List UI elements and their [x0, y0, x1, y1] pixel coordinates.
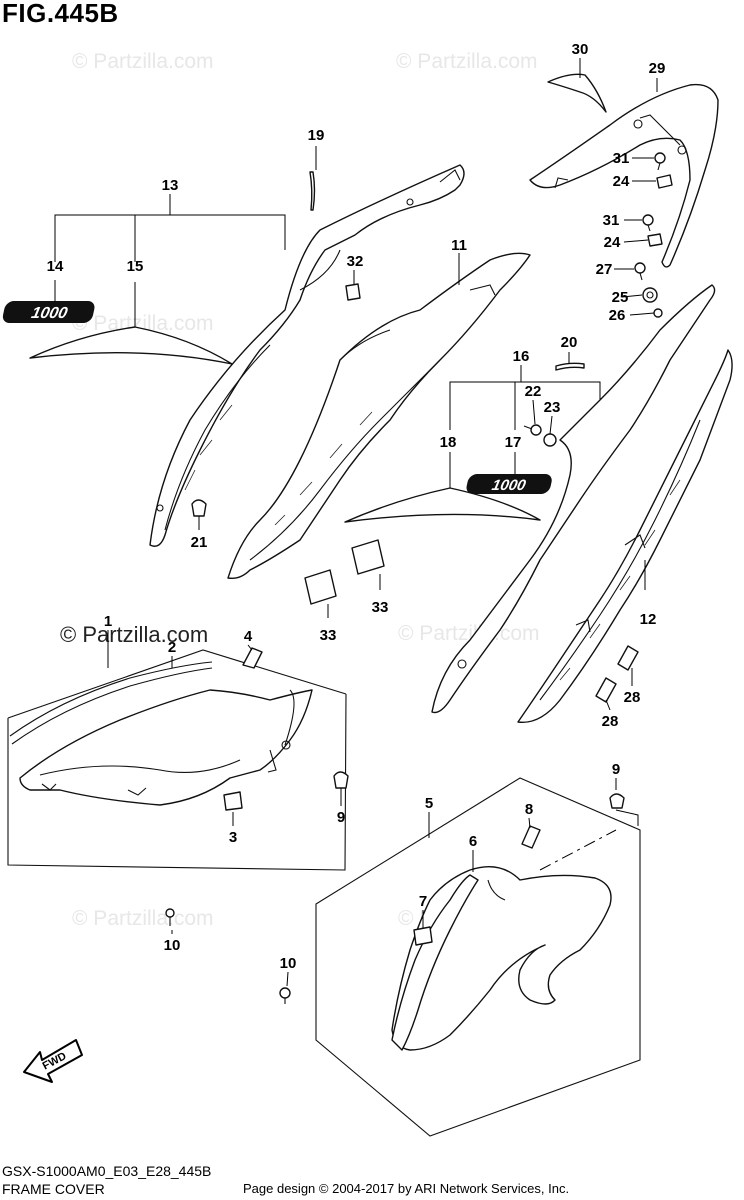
watermark-text: © Partzilla.com — [72, 50, 214, 73]
callout-label: 27 — [596, 261, 613, 278]
callout-label: 13 — [162, 177, 179, 194]
part-18-strip — [344, 452, 541, 523]
watermark-text: © Partzilla.com — [398, 622, 540, 645]
part-31-bolt — [654, 152, 666, 171]
part-17-emblem: 1000 — [466, 452, 552, 494]
part-23-nut — [543, 433, 557, 447]
callout-label: 33 — [372, 599, 389, 616]
callout-label: 10 — [280, 955, 297, 972]
callout-label: 14 — [47, 258, 64, 275]
callout-label: 10 — [164, 937, 181, 954]
callouts: 1 2 3 4 5 6 7 8 9 9 10 10 11 12 13 14 15… — [47, 41, 666, 972]
watermark-text: © Partzilla.com — [72, 907, 214, 930]
callout-label: 26 — [609, 307, 626, 324]
callout-label: 28 — [602, 713, 619, 730]
callout-label: 17 — [505, 434, 522, 451]
callout-label: 28 — [624, 689, 641, 706]
part-33-pad — [304, 569, 337, 618]
bracket-16 — [449, 365, 601, 430]
callout-label: 30 — [572, 41, 589, 58]
callout-label: 3 — [229, 829, 237, 846]
callout-label: 2 — [168, 639, 176, 656]
figure-name: FRAME COVER — [2, 1181, 105, 1197]
callout-label: 11 — [451, 237, 467, 254]
part-8-pad — [521, 825, 541, 849]
callout-label: 5 — [425, 795, 433, 812]
part-26-washer — [653, 308, 663, 318]
part-9-grommet — [609, 793, 639, 826]
callout-label: 31 — [603, 212, 620, 229]
callout-label: 9 — [337, 809, 345, 826]
part-31-bolt — [642, 214, 654, 232]
part-14-emblem: 1000 — [2, 280, 95, 323]
callout-label: 22 — [525, 383, 542, 400]
copyright-credit: Page design © 2004-2017 by ARI Network S… — [243, 1181, 570, 1196]
callout-label: 16 — [513, 348, 530, 365]
callout-label: 32 — [347, 253, 364, 270]
callout-label: 12 — [640, 611, 657, 628]
part-9-grommet — [333, 771, 349, 806]
model-code: GSX-S1000AM0_E03_E28_445B — [2, 1163, 212, 1179]
callout-label: 24 — [604, 234, 621, 251]
part-7-pad — [413, 926, 433, 946]
callout-label: 6 — [469, 833, 477, 850]
callout-label: 23 — [544, 399, 561, 416]
callout-label: 8 — [525, 801, 533, 818]
part-24-clip — [647, 233, 663, 247]
part-29-rear-cowl — [529, 83, 719, 268]
callout-label: 1 — [104, 613, 112, 630]
part-28-pad — [617, 645, 639, 671]
part-32-clip — [345, 270, 361, 301]
callout-label: 4 — [244, 628, 253, 645]
callout-label: 15 — [127, 258, 144, 275]
watermark-text: © Partzilla.com — [396, 50, 538, 73]
part-22-screw — [523, 424, 542, 436]
watermark-text-dark: © Partzilla.com — [60, 622, 208, 647]
callout-label: 20 — [561, 334, 578, 351]
part-28-pad — [595, 677, 617, 703]
leader-lines — [171, 78, 658, 987]
watermark-text: © Partzilla.com — [72, 312, 214, 335]
bracket-13 — [54, 194, 286, 262]
emblem-text: 1000 — [30, 304, 69, 322]
fwd-arrow-icon: FWD — [23, 1039, 83, 1083]
emblem-text: 1000 — [490, 477, 527, 494]
callout-label: 9 — [612, 761, 620, 778]
part-11-inner-panel — [227, 252, 531, 580]
part-19 — [309, 146, 317, 211]
part-4-pad — [242, 647, 263, 669]
part-10-fastener — [165, 908, 175, 926]
callout-label: 33 — [320, 627, 337, 644]
callout-label: 24 — [613, 173, 630, 190]
part-15-strip — [29, 282, 233, 365]
callout-label: 21 — [191, 534, 208, 551]
part-1-assembly-box — [7, 630, 347, 871]
callout-label: 25 — [612, 289, 629, 306]
callout-label: 19 — [308, 127, 325, 144]
callout-label: 18 — [440, 434, 457, 451]
part-33-pad — [351, 539, 385, 590]
part-5-assembly-box — [315, 777, 641, 1137]
callout-label: 7 — [419, 893, 427, 910]
part-24-clip — [656, 174, 673, 189]
callout-label: 29 — [649, 60, 666, 77]
part-20 — [555, 362, 585, 371]
part-25-nut — [642, 287, 658, 303]
part-10-fastener — [279, 987, 291, 1004]
part-13-tail-cover-left — [149, 164, 465, 547]
figure-title: FIG.445B — [2, 0, 119, 28]
callout-label: 31 — [613, 150, 630, 167]
part-27-bolt — [634, 262, 646, 281]
part-30-cover — [547, 58, 607, 113]
part-12-tail-cover-right — [431, 284, 733, 724]
part-3-pad — [223, 791, 243, 826]
part-21-grommet — [191, 499, 207, 530]
